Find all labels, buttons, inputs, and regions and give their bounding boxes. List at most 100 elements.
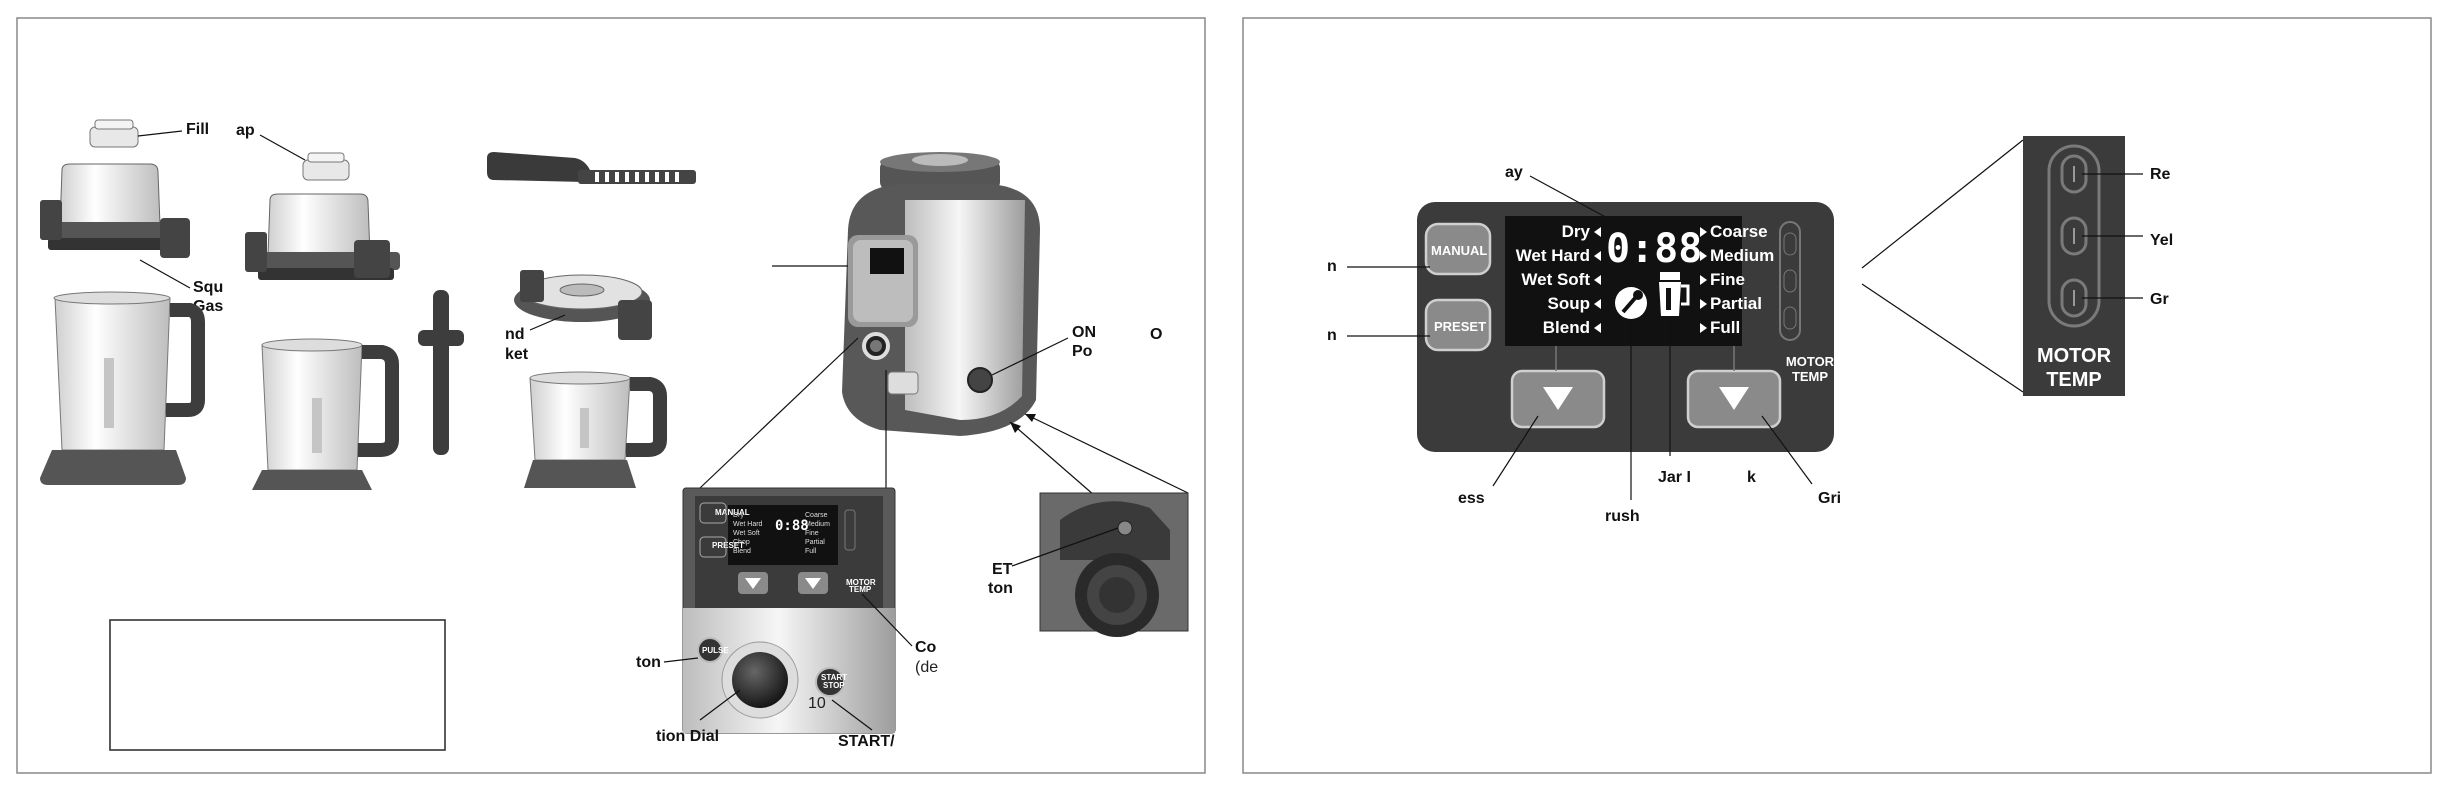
svg-text:Wet Soft: Wet Soft (733, 530, 760, 537)
grind-partial: Partial (1710, 294, 1762, 313)
blade-basket-lid-illustration (514, 270, 652, 340)
red-label: Re (2150, 166, 2171, 183)
jar-icon (1659, 272, 1690, 316)
motor-base-illustration (842, 152, 1040, 436)
grind-fine: Fine (1710, 270, 1745, 289)
small-jar-illustration (524, 371, 667, 488)
zoom-line-bottom (1861, 283, 2024, 393)
start-stop-leader (831, 699, 873, 731)
reset-leader-b (1024, 413, 1189, 494)
mode-wet-soft: Wet Soft (1521, 270, 1590, 289)
svg-text:0:88: 0:88 (775, 518, 809, 534)
cap-leader (259, 134, 306, 161)
large-jar-illustration (40, 291, 205, 485)
control-label-1: Co (915, 639, 937, 656)
reset-button-inset (1039, 492, 1189, 637)
svg-text:Coarse: Coarse (805, 512, 828, 519)
cap-label: ap (236, 122, 255, 139)
fill-cap-label: Fill (186, 121, 209, 138)
arrow-head-b (1025, 414, 1036, 422)
dial-leader (699, 689, 741, 721)
preset-callout-label: n (1327, 327, 1337, 344)
grind-full: Full (1710, 318, 1740, 337)
svg-text:PULSE: PULSE (702, 646, 729, 655)
preset-button[interactable] (1424, 298, 1492, 352)
zoom-line-top (1861, 139, 2024, 269)
blade-basket-label-2: ket (505, 346, 529, 363)
tamper-illustration (418, 290, 464, 455)
grind-medium: Medium (1710, 246, 1774, 265)
press-label: ess (1458, 490, 1485, 507)
squeeze-gasket-leader (139, 259, 191, 289)
fill-cap-illustration (89, 119, 139, 148)
svg-text:Chop: Chop (733, 539, 750, 546)
power-symbol: O (1150, 326, 1162, 343)
svg-text:Partial: Partial (805, 539, 825, 546)
svg-text:START: START (821, 673, 847, 682)
grind-label: Gri (1818, 490, 1841, 507)
zoom-motor-label-1: MOTOR (2037, 345, 2112, 367)
reset-button[interactable] (1117, 520, 1133, 536)
mini-control-panel: MANUAL PRESET Dry Wet Hard Wet Soft Chop… (682, 487, 896, 734)
selection-dial-label: tion Dial (656, 728, 719, 745)
mini-start-stop-button[interactable] (815, 667, 845, 697)
reset-button-label-2: ton (988, 580, 1013, 597)
reset-button-leader (1011, 527, 1119, 567)
reset-button-label-1: ET (992, 561, 1013, 578)
scraper-tool-illustration (487, 152, 696, 184)
crush-icon (1615, 287, 1647, 319)
reset-leader-a (1009, 421, 1103, 503)
pulse-leader (663, 657, 699, 663)
on-power-leader (991, 337, 1069, 376)
arrow-head-a (1010, 422, 1021, 433)
mode-soup: Soup (1548, 294, 1591, 313)
preset-button-label: PRESET (1434, 319, 1486, 334)
svg-text:TEMP: TEMP (849, 585, 872, 594)
svg-text:MANUAL: MANUAL (715, 508, 750, 517)
svg-text:Dry: Dry (733, 512, 744, 519)
mode-blend: Blend (1543, 318, 1590, 337)
control-panel: MANUAL PRESET Dry Wet Hard Wet Soft Soup… (1417, 202, 1835, 452)
jar-label: Jar I (1658, 469, 1691, 486)
grind-coarse: Coarse (1710, 222, 1768, 241)
svg-text:Medium: Medium (805, 521, 830, 528)
right-page-frame (1242, 17, 2432, 774)
control-leader (861, 593, 913, 647)
mini-pulse-button[interactable] (697, 637, 723, 663)
cap-illustration (302, 152, 350, 181)
mode-wet-hard: Wet Hard (1516, 246, 1590, 265)
fill-cap-leader (137, 130, 183, 137)
manual-button-label: MANUAL (1431, 243, 1487, 258)
on-power-label-1: ON (1072, 324, 1096, 341)
start-stop-label: START/ (838, 733, 895, 750)
crush-label: rush (1605, 508, 1640, 525)
down-arrow-icon-left (1543, 387, 1573, 410)
zoom-line-left (699, 337, 859, 489)
down-arrow-icon-right (1719, 387, 1749, 410)
medium-jar-illustration (252, 338, 399, 490)
power-button[interactable] (967, 367, 993, 393)
mode-dry: Dry (1562, 222, 1591, 241)
lid-illustration-2 (245, 193, 400, 280)
display-leader (1529, 175, 1623, 227)
blade-basket-label-1: nd (505, 326, 525, 343)
blade-basket-leader (529, 314, 566, 331)
yellow-label: Yel (2150, 232, 2173, 249)
motor-temp-label-1: MOTOR (1786, 354, 1835, 369)
pulse-button-label: ton (636, 654, 661, 671)
squeeze-gasket-label-1: Squ (193, 279, 223, 296)
svg-text:10: 10 (808, 695, 826, 712)
motor-temp-label-2: TEMP (1792, 369, 1828, 384)
zoom-motor-label-2: TEMP (2046, 369, 2102, 391)
lid-illustration-1 (40, 163, 190, 258)
green-label: Gr (2150, 291, 2169, 308)
svg-text:Fine: Fine (805, 530, 819, 537)
svg-text:Wet Hard: Wet Hard (733, 521, 763, 528)
svg-text:Full: Full (805, 548, 817, 555)
note-box (109, 619, 446, 751)
control-label-2: (de (915, 659, 938, 676)
display-label: ay (1505, 164, 1523, 181)
manual-button[interactable] (1424, 222, 1492, 276)
time-digits: 0:88 (1606, 226, 1702, 272)
